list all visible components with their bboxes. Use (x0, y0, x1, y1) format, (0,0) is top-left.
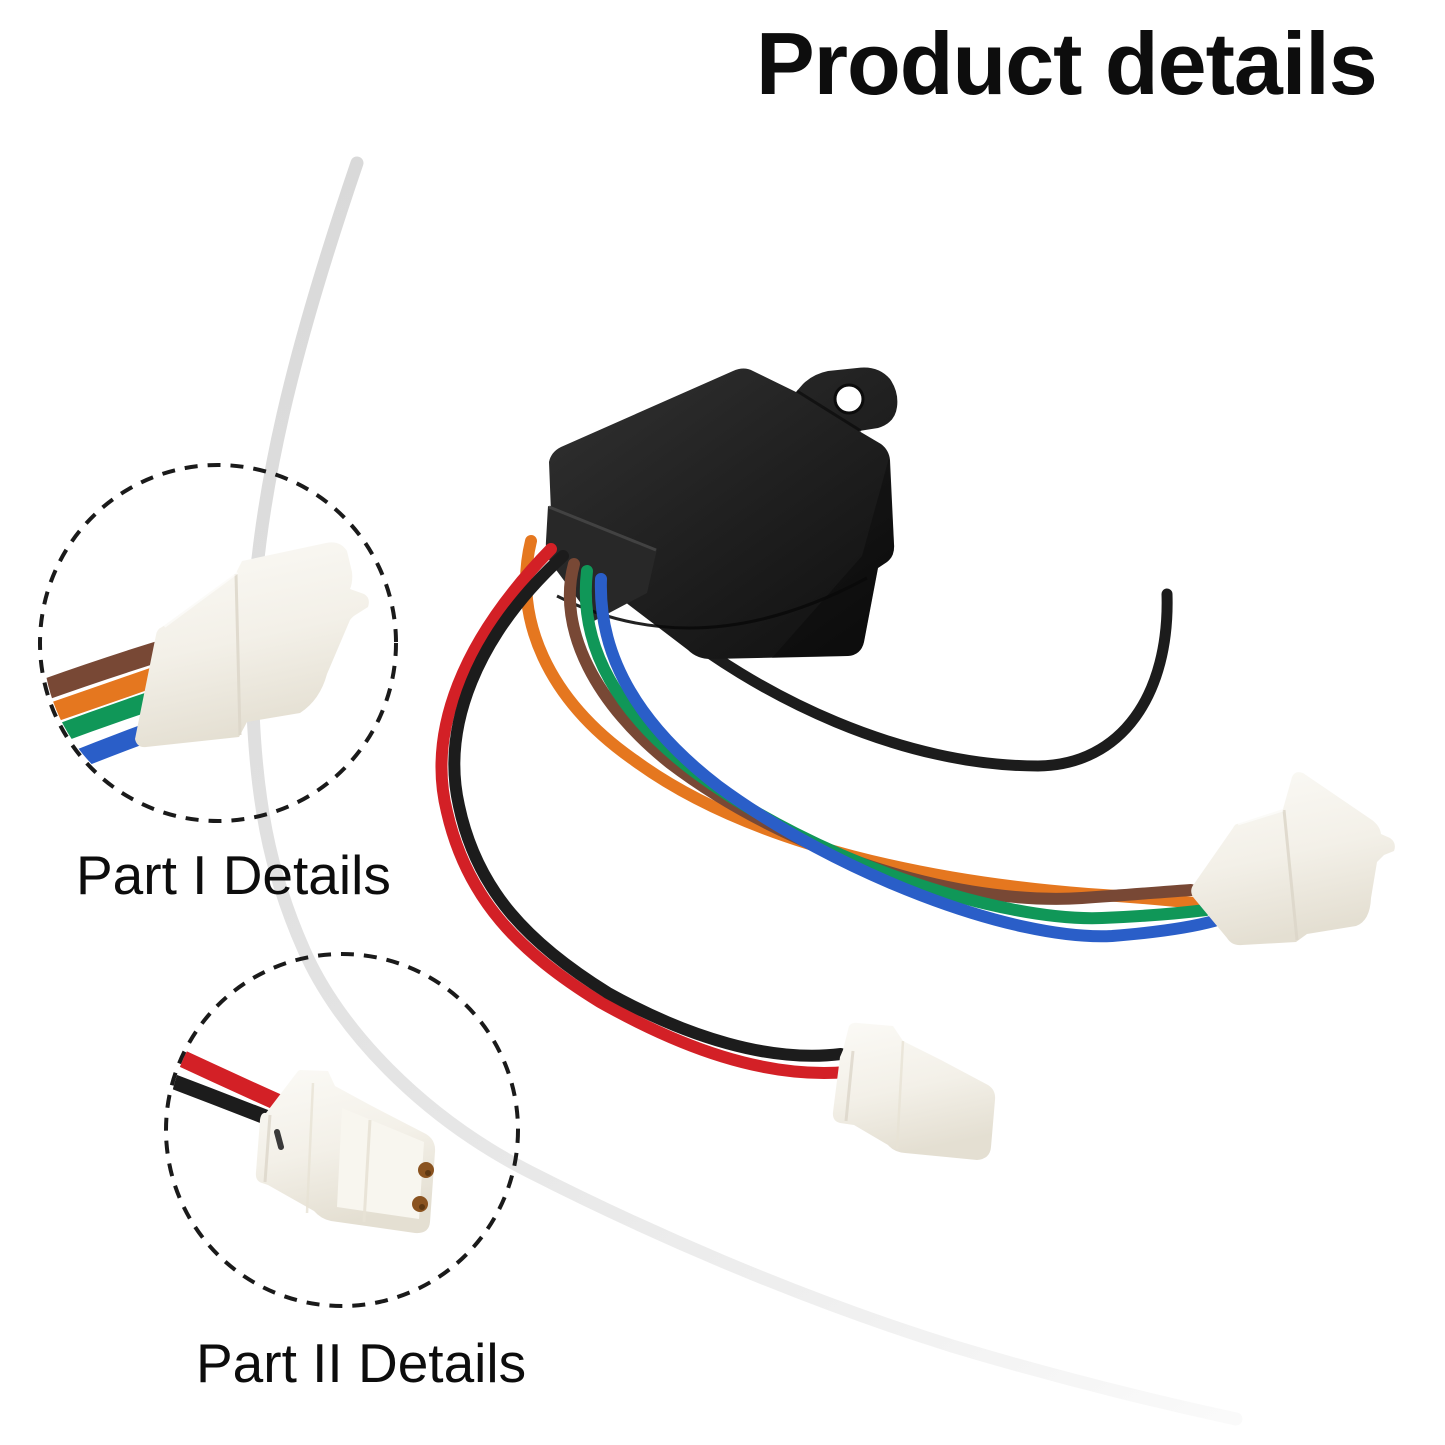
connector-4pin-highlight (1237, 808, 1284, 826)
magnified-connector-4pin-highlight (162, 570, 239, 628)
part1-details-label: Part I Details (76, 844, 391, 906)
pin-contact-top-shadow (425, 1170, 431, 1176)
connector-2pin-shell (832, 1022, 996, 1160)
connector-2pin-flange-line (844, 1050, 855, 1122)
connector-slot-mark (274, 1129, 284, 1150)
module-lip-highlight (548, 505, 657, 552)
magnified-connector-4pin-step (234, 573, 242, 736)
connector-4pin (1191, 772, 1395, 946)
antenna-wire-black (649, 588, 1173, 772)
callout-circle-part2 (164, 952, 520, 1308)
pin-contact-top (418, 1162, 434, 1178)
harness-wire-blue (594, 573, 1220, 943)
part2-details-label: Part II Details (196, 1332, 527, 1394)
page-title: Product details (756, 14, 1378, 113)
callout-circle-part1 (38, 463, 398, 823)
pin-contact-bottom-shadow (419, 1204, 425, 1210)
mounting-hole (833, 383, 865, 415)
connector-2pin-crease (895, 1040, 905, 1150)
module-mounting-tab-crease (796, 389, 862, 433)
pin-contact-bottom (412, 1196, 428, 1212)
connector-2pin (832, 1022, 996, 1160)
magnified-connector-4pin-shell (135, 542, 369, 748)
background-cable-curve (245, 156, 1243, 1426)
magnified-connector-2pin-neck-line (305, 1082, 315, 1214)
magnified-connector-2pin-divider (362, 1119, 372, 1223)
harness-wire-red (435, 543, 853, 1079)
connector-4pin-shell (1191, 772, 1395, 946)
magnified-connector-2pin-cavity (337, 1108, 424, 1219)
magnified-connector-2pin-flange-line (263, 1114, 272, 1183)
module-side-shade (772, 458, 895, 658)
connector-4pin-step (1282, 809, 1299, 941)
callout-part1-content (43, 542, 369, 774)
harness-wire-black (448, 550, 847, 1062)
module-case-seam (556, 576, 868, 630)
